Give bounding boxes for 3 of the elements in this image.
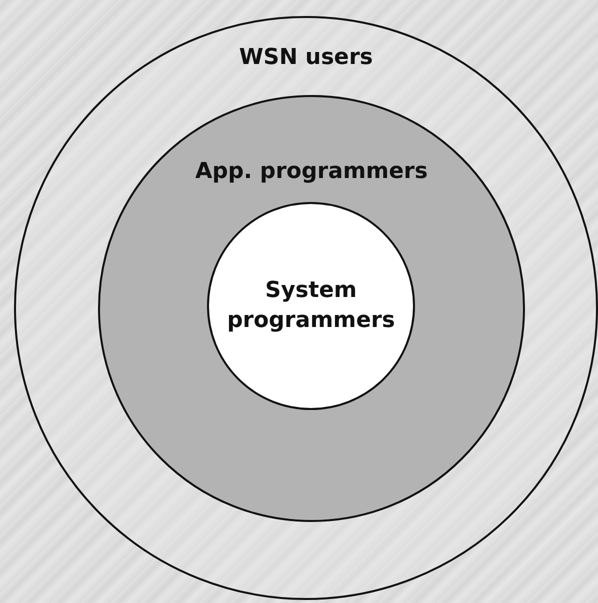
region-label: System programmers	[226, 277, 396, 335]
region-label: WSN users	[238, 44, 374, 72]
region-label: App. programmers	[194, 158, 429, 186]
